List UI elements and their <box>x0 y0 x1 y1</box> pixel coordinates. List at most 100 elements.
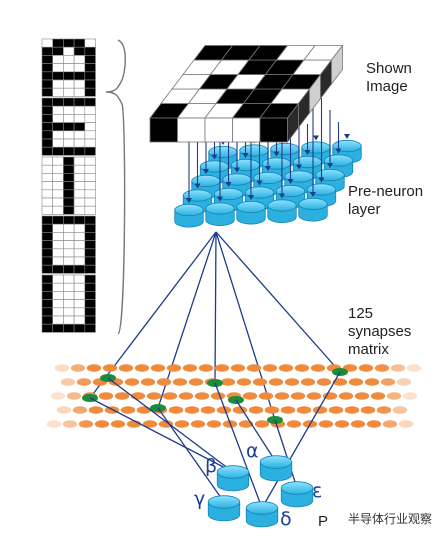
letter-u-pixel <box>41 282 53 292</box>
letter-u-pixel <box>73 282 86 292</box>
letter-o-pixel <box>63 264 75 274</box>
letter-i-pixel <box>52 173 64 182</box>
letter-e-pixel <box>84 122 96 132</box>
synapse <box>214 364 230 372</box>
presynaptic-wire <box>89 231 217 399</box>
letter-e-pixel <box>63 146 75 156</box>
cube-front-pixel <box>204 117 233 143</box>
letter-e-pixel <box>52 138 64 148</box>
letter-u-pixel <box>84 299 96 309</box>
letter-u-pixel <box>84 315 96 325</box>
synapse <box>114 392 130 400</box>
letter-o-pixel <box>52 223 64 233</box>
letter-a-pixel <box>63 63 75 73</box>
letter-i-pixel <box>84 205 96 215</box>
letter-e-pixel <box>41 105 53 115</box>
arrowhead <box>234 167 240 173</box>
shown-image-label-line1: Shown <box>366 60 412 77</box>
synapse <box>142 420 158 428</box>
synapses-label-line2: synapses <box>348 323 412 340</box>
pre-neuron-label-line1: Pre-neuron <box>348 183 424 200</box>
synapse <box>246 364 262 372</box>
letter-o-pixel <box>63 232 75 241</box>
letter-u-pixel <box>41 291 53 300</box>
postsynaptic-wire <box>89 397 234 473</box>
synapse <box>166 364 182 372</box>
letter-a-pixel <box>52 79 64 89</box>
letter-i-pixel <box>73 181 86 191</box>
pre-neuron <box>205 202 235 226</box>
synapse <box>46 420 62 428</box>
letter-e-pixel <box>41 138 53 148</box>
synapse <box>236 378 252 386</box>
letter-u-pixel <box>41 307 53 317</box>
letter-i-pixel <box>41 181 53 191</box>
letter-o-pixel <box>73 232 86 241</box>
letter-o-pixel <box>73 248 86 258</box>
letter-e-pixel <box>41 146 53 156</box>
synapses-label-line1: 125 <box>348 305 374 322</box>
label-alpha: α <box>246 440 259 462</box>
letter-e-pixel <box>84 146 96 156</box>
synapse <box>206 420 222 428</box>
letter-e-pixel <box>63 97 75 107</box>
letter-i-pixel <box>73 156 86 166</box>
synapse <box>220 378 236 386</box>
letter-o-pixel <box>84 232 96 241</box>
pre-neuron <box>236 200 266 225</box>
synapse <box>150 364 166 372</box>
letter-a-pixel <box>73 55 86 64</box>
synapse <box>98 392 114 400</box>
neuron-top <box>298 197 328 211</box>
letter-a-pixel <box>52 55 64 64</box>
letter-i-pixel <box>84 156 96 166</box>
synapse <box>146 392 162 400</box>
letter-i-pixel <box>84 164 96 174</box>
letter-o-pixel <box>73 256 86 266</box>
synapse <box>300 378 316 386</box>
letter-e-pixel <box>52 122 64 132</box>
synapse <box>258 392 274 400</box>
synapse <box>364 378 380 386</box>
letter-o-pixel <box>73 215 86 225</box>
letter-u-pixel <box>63 315 75 325</box>
letter-o-pixel <box>73 264 86 274</box>
letter-e-pixel <box>52 130 64 140</box>
synapse <box>366 420 382 428</box>
letter-e-pixel <box>73 114 86 123</box>
synapse <box>318 420 334 428</box>
synapse <box>54 364 70 372</box>
synapse <box>358 364 374 372</box>
synapse <box>328 406 344 414</box>
letter-i-pixel <box>52 189 64 199</box>
synapse <box>392 406 408 414</box>
letter-u-pixel <box>73 274 86 284</box>
synapse <box>62 420 78 428</box>
letter-o-pixel <box>63 240 75 250</box>
letter-i-pixel <box>41 189 53 199</box>
synapse <box>200 406 216 414</box>
letter-u-pixel <box>41 315 53 325</box>
letter-a-pixel <box>41 46 53 56</box>
synapse <box>124 378 140 386</box>
letter-o-pixel <box>41 256 53 266</box>
letter-o-pixel <box>41 223 53 233</box>
synapse <box>120 406 136 414</box>
synapse <box>344 406 360 414</box>
synapse <box>274 392 290 400</box>
synapse <box>184 406 200 414</box>
label-epsilon: ε <box>312 480 323 502</box>
letter-e-pixel <box>73 138 86 148</box>
letter-a-pixel <box>73 63 86 73</box>
synapse <box>94 420 110 428</box>
neuron-top <box>236 200 266 214</box>
synapse <box>216 406 232 414</box>
synapse <box>386 392 402 400</box>
letter-a-pixel <box>84 46 96 56</box>
cube-front-pixel <box>259 117 288 143</box>
letter-e-pixel <box>41 130 53 140</box>
letter-o-pixel <box>63 248 75 258</box>
arrowhead <box>186 198 192 203</box>
letter-e-pixel <box>73 146 86 156</box>
synapse <box>140 378 156 386</box>
